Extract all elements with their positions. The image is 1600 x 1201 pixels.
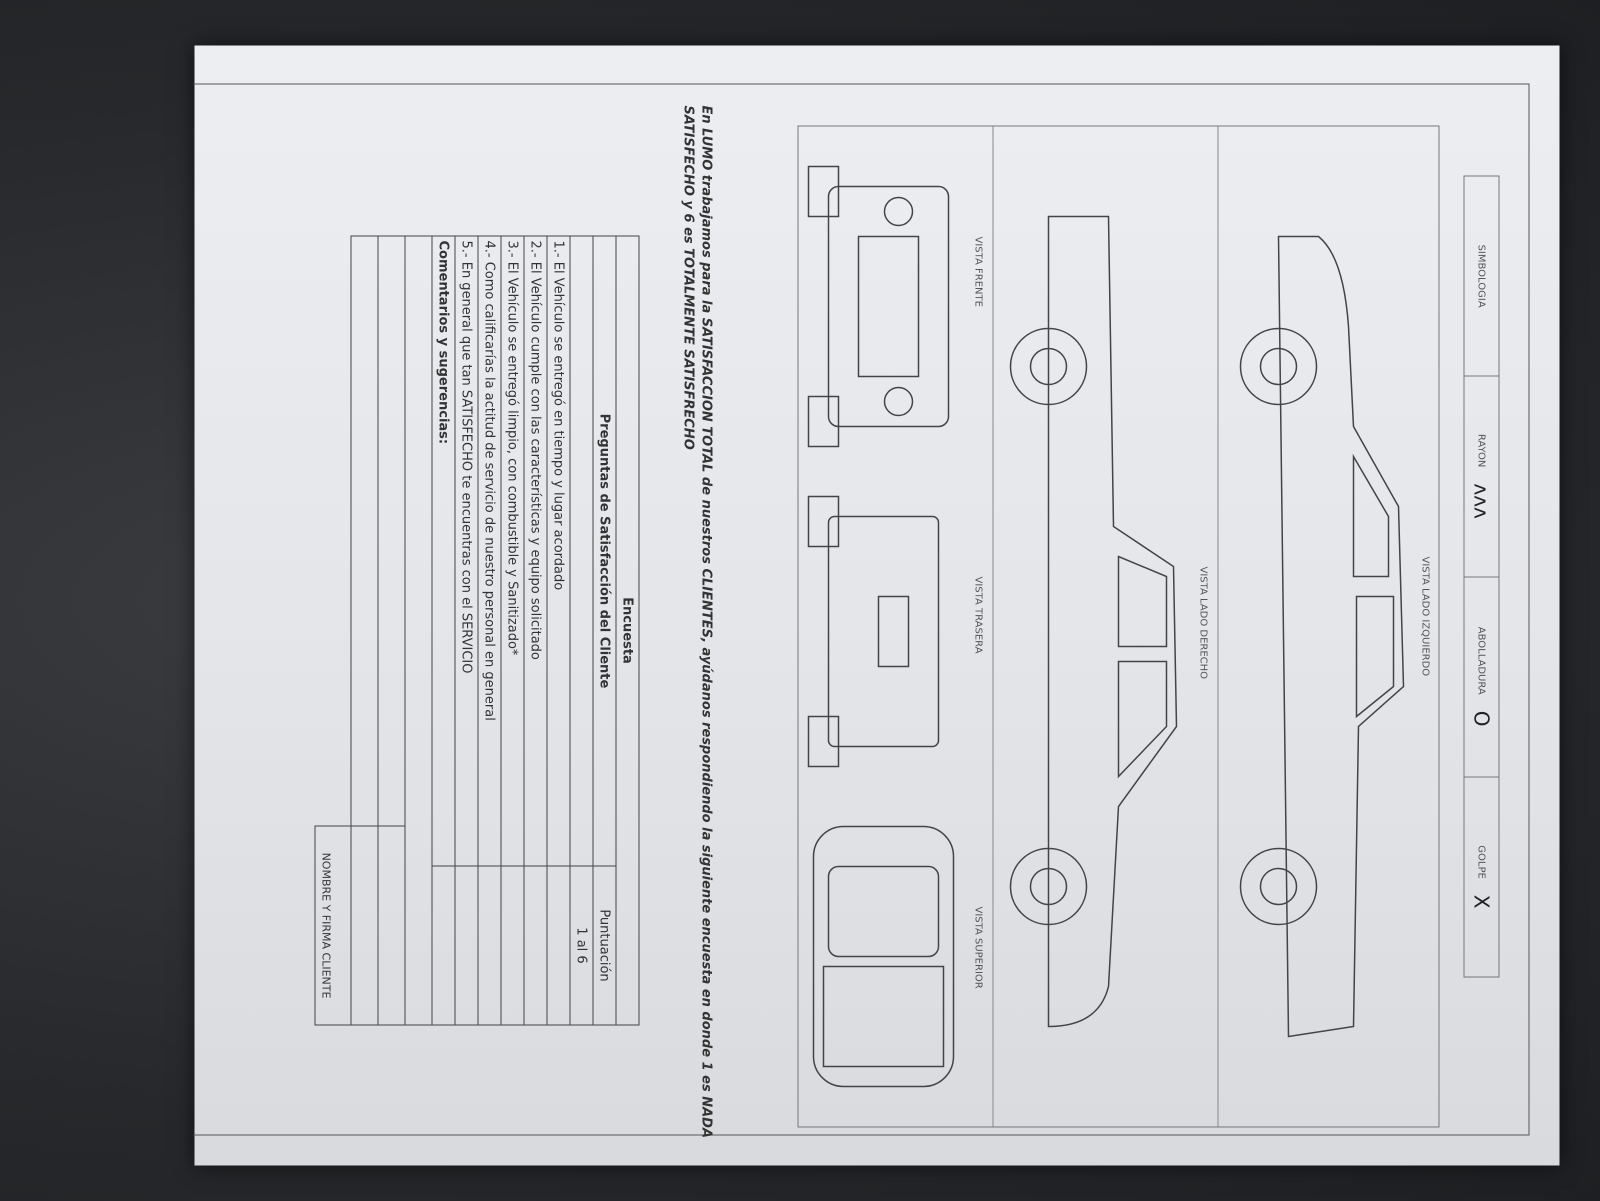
symbol-scratch: RAYON ʌʌʌ [1464,376,1499,577]
symbology-legend: SIMBOLOGIA RAYON ʌʌʌ ABOLLADURA O GOLPE X [1463,175,1500,978]
top-view-drawing [812,825,955,1088]
score-header: Puntuación [593,866,616,1025]
question-3: 3.- El Vehículo se entregó limpio, con c… [501,236,524,866]
comments-line[interactable] [405,236,432,1025]
scratch-icon: ʌʌʌ [1469,483,1494,519]
left-side-truck-drawing [1239,235,1405,1038]
symbol-label: ABOLLADURA [1476,626,1487,695]
comments-cell[interactable] [432,866,455,1025]
symbology-title-text: SIMBOLOGIA [1476,244,1487,308]
hit-x-icon: X [1469,894,1494,909]
intro-paragraph: En LUMO trabajamos para la SATISFACCION … [680,105,714,1139]
question-row [570,236,593,866]
rear-view-drawing [807,495,940,768]
symbol-dent: ABOLLADURA O [1464,577,1499,778]
score-range: 1 al 6 [570,866,593,1025]
score-input-5[interactable] [455,866,478,1025]
question-1: 1.- El Vehículo se entregó en tiempo y l… [547,236,570,866]
inspection-form-paper: SIMBOLOGIA RAYON ʌʌʌ ABOLLADURA O GOLPE X V… [193,45,1560,1166]
right-side-truck-drawing [1009,215,1178,1028]
question-2: 2.- El Vehículo cumple con las caracterí… [524,236,547,866]
symbol-label: RAYON [1476,433,1487,468]
score-input-4[interactable] [478,866,501,1025]
score-input-3[interactable] [501,866,524,1025]
question-4: 4.- Como calificarías la actitud de serv… [478,236,501,866]
symbol-label: GOLPE [1476,845,1487,879]
front-view-drawing [807,165,950,448]
comments-label: Comentarios y sugerencias: [432,236,455,866]
signature-box[interactable]: NOMBRE Y FIRMA CLIENTE [314,825,405,1026]
question-5: 5.- En general que tan SATISFECHO te enc… [455,236,478,866]
signature-label: NOMBRE Y FIRMA CLIENTE [319,852,333,999]
symbology-title: SIMBOLOGIA [1464,176,1499,377]
score-input-2[interactable] [524,866,547,1025]
questions-header: Preguntas de Satisfacción del Cliente [593,236,616,866]
survey-title: Encuesta [616,236,639,1025]
vehicle-views-box: VISTA LADO IZQUIERDO VISTA LADO DERECHO … [797,125,1440,1128]
score-input-1[interactable] [547,866,570,1025]
symbol-hit: GOLPE X [1465,777,1499,976]
vehicle-drawings [807,165,1405,1088]
dent-circle-icon: O [1469,710,1494,727]
